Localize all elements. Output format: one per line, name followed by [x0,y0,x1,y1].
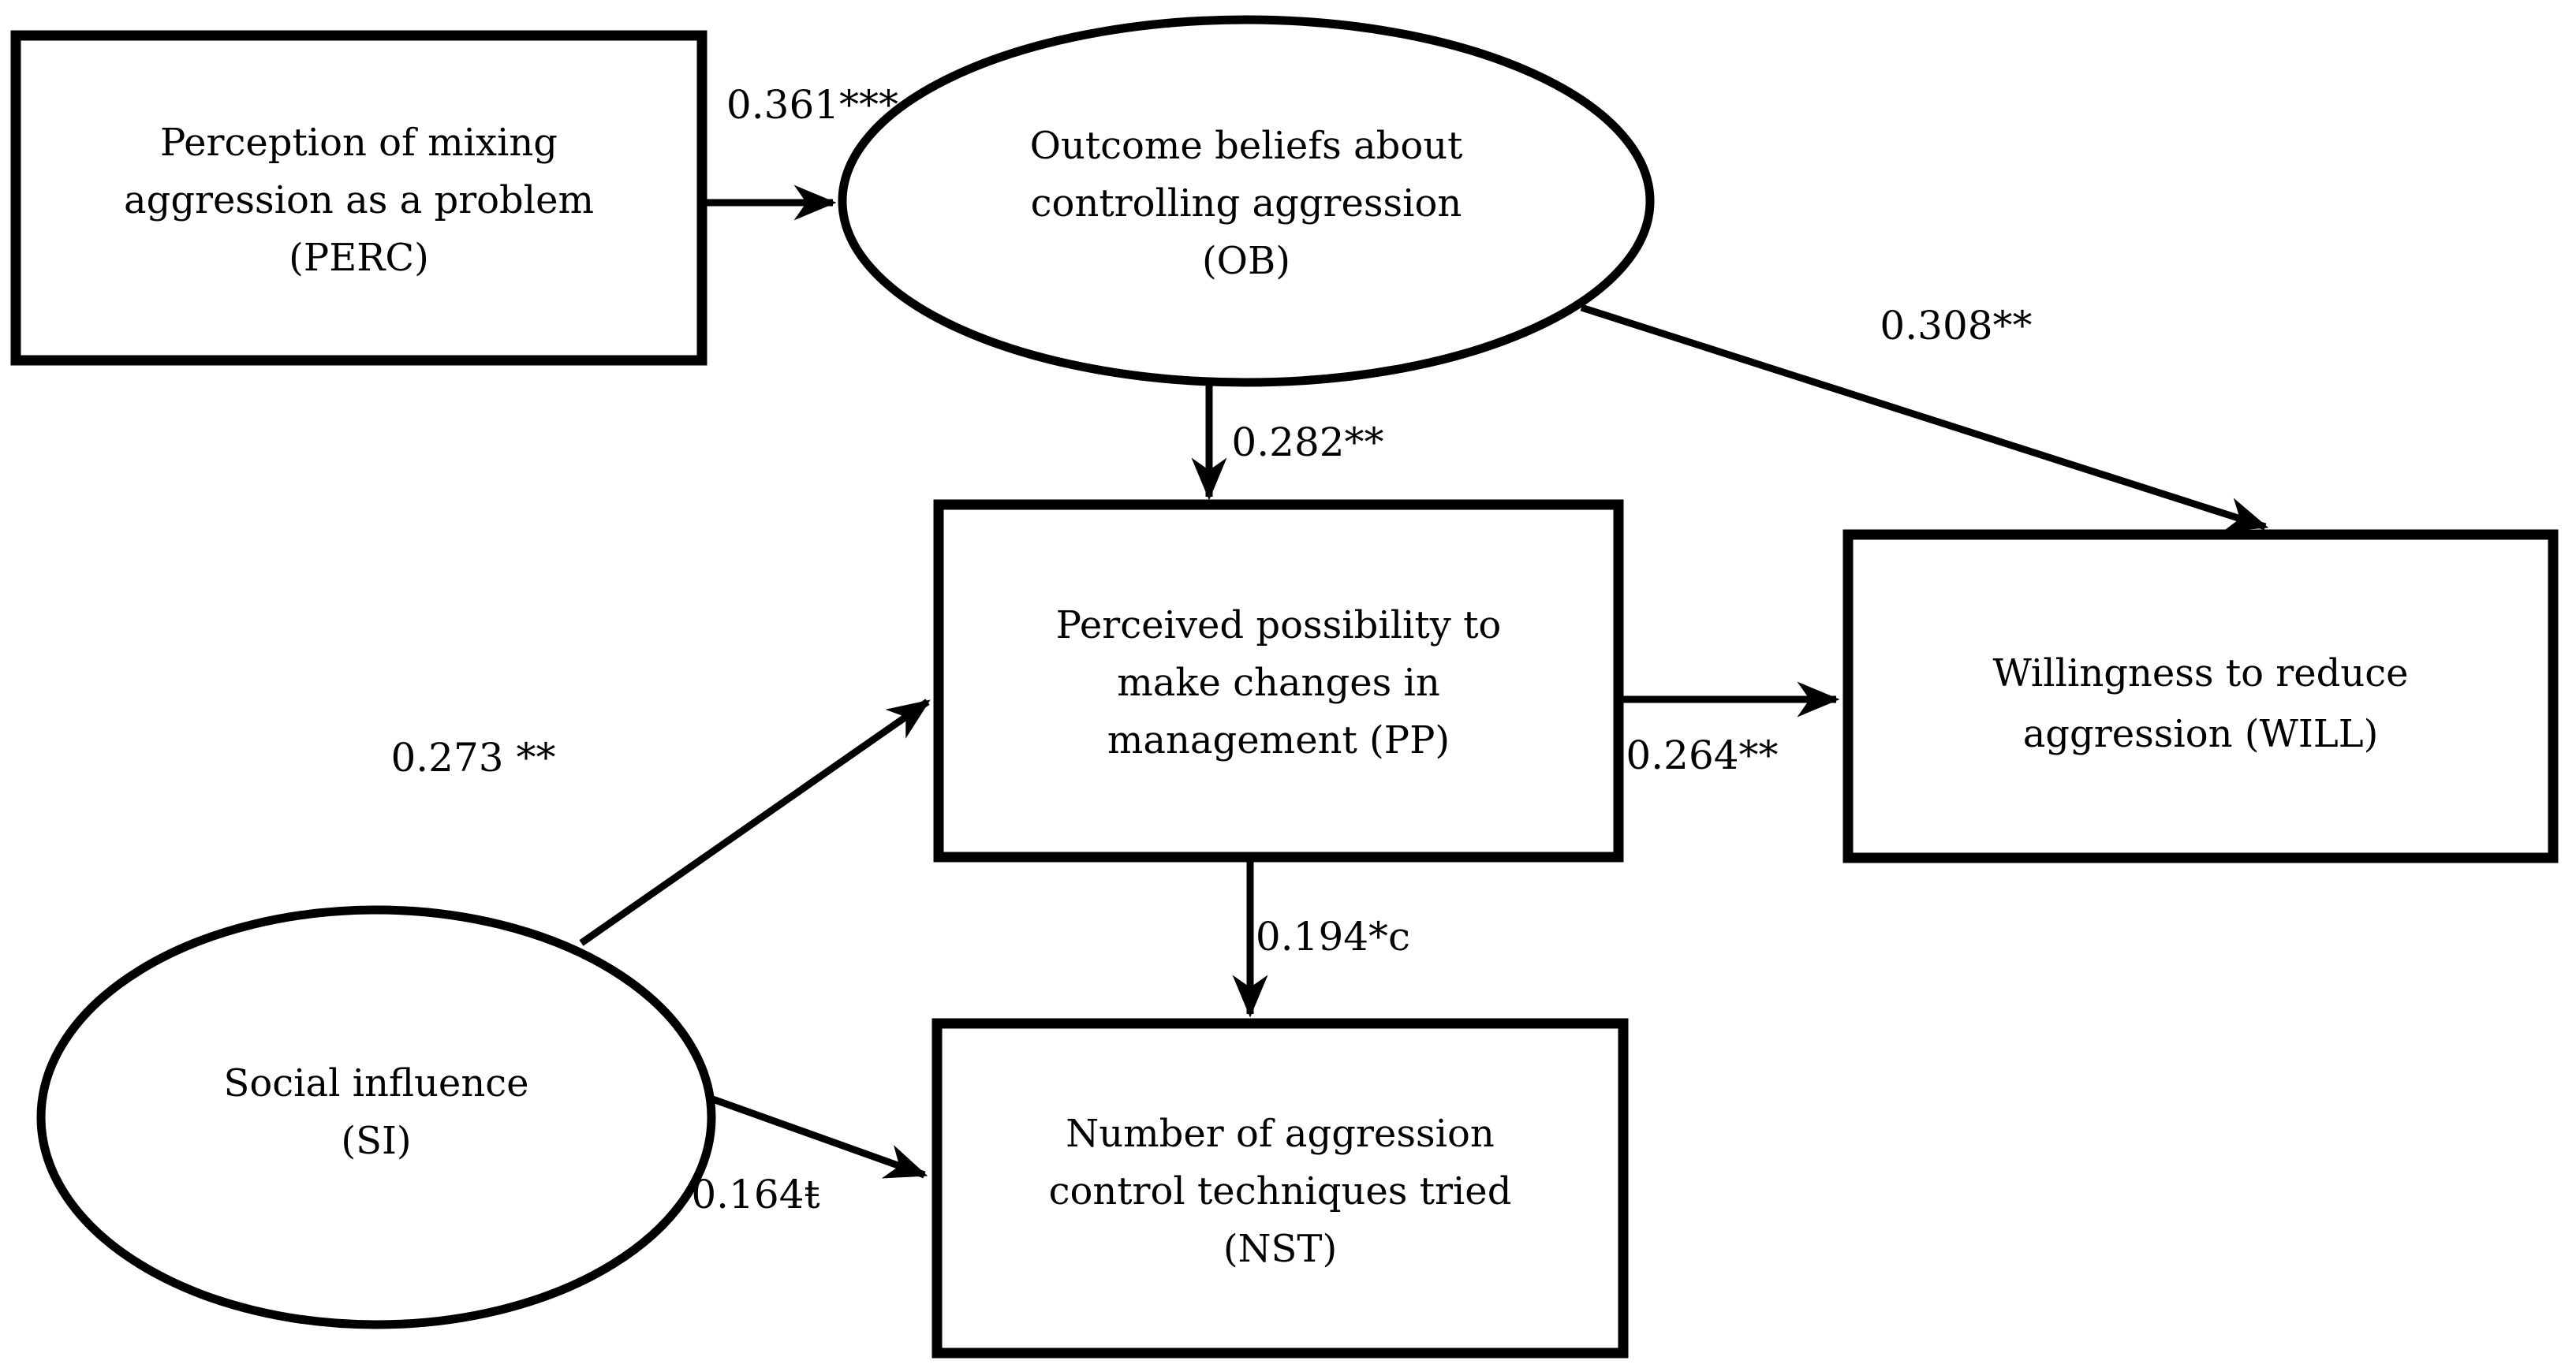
edge-si-to-nst-arrow [707,1094,928,1179]
node-nst-text-line1: Number of aggression [1066,1112,1495,1156]
node-si-ellipse [36,905,716,1329]
node-si-text-line2: (SI) [341,1119,411,1163]
node-perc-text-line3: (PERC) [289,236,429,280]
node-pp-box [933,499,1624,863]
node-will-box [1842,529,2559,863]
node-nst-text-line3: (NST) [1223,1227,1337,1271]
node-ob-text-line3: (OB) [1202,239,1290,283]
node-pp-text-line2: make changes in [1117,661,1440,705]
edge-ob-to-will-arrow [1580,304,2269,532]
node-ob-text-line2: controlling aggression [1031,181,1462,226]
edge-perc-to-ob-coefficient: 0.361*** [726,82,898,128]
node-si-text-line1: Social influence [223,1061,528,1105]
edge-ob-to-will-coefficient: 0.308** [1880,303,2032,349]
node-perc-text-line2: aggression as a problem [124,178,594,222]
node-nst-box [931,1018,1629,1359]
edge-pp-to-nst-coefficient: 0.194*c [1256,914,1410,960]
node-ob-text-line1: Outcome beliefs about [1030,124,1463,168]
edge-ob-to-pp-coefficient: 0.282** [1231,419,1383,465]
node-nst-text-line2: control techniques tried [1049,1169,1512,1213]
node-pp-text-line1: Perceived possibility to [1056,603,1502,647]
node-pp-text-line3: management (PP) [1107,718,1450,762]
edge-si-to-pp-arrow [579,699,931,946]
edge-pp-to-will-coefficient: 0.264** [1626,732,1778,778]
node-will-text-line1: Willingness to reduce [1992,651,2408,695]
node-ob-ellipse [838,15,1655,387]
node-will-text-line2: aggression (WILL) [2023,712,2379,756]
edge-si-to-nst-coefficient: 0.164ŧ [691,1172,819,1217]
edge-si-to-pp-coefficient: 0.273 ** [390,735,555,781]
node-perc-box [10,30,707,366]
node-perc-text-line1: Perception of mixing [160,121,558,165]
